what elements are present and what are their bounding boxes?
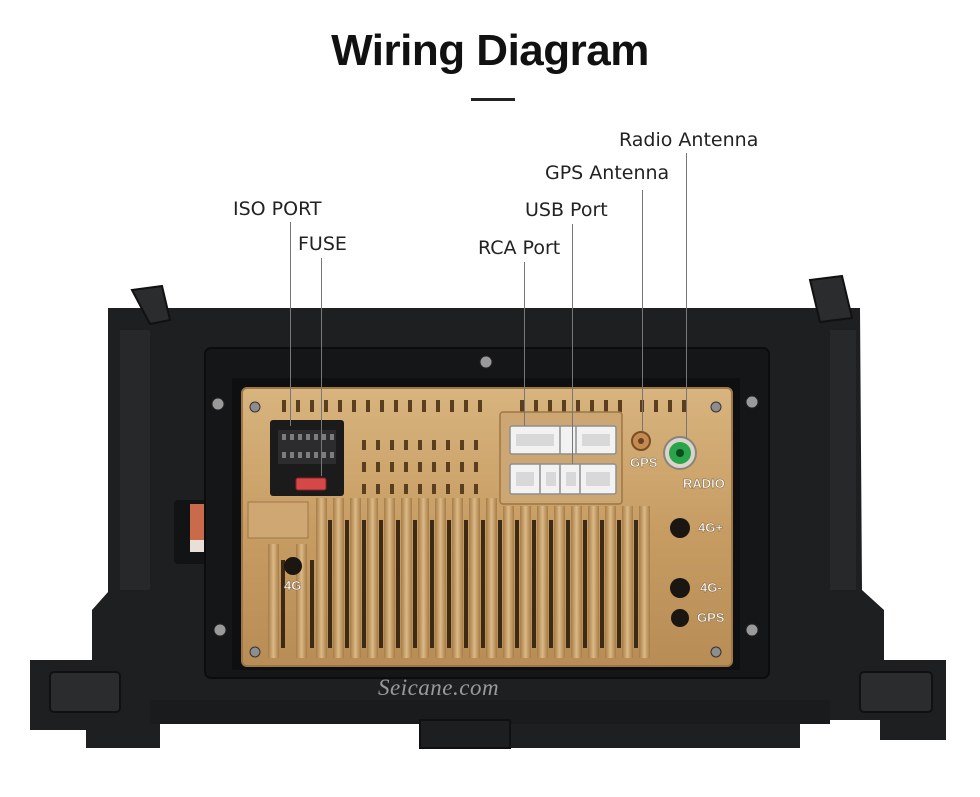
leader-fuse — [321, 258, 322, 476]
board-label-4g-plus: 4G+ — [698, 520, 723, 535]
board-label-gps-lower: GPS — [697, 610, 725, 625]
4g-minus-jack-icon — [670, 578, 690, 598]
board-label-4g-minus: 4G- — [700, 580, 722, 595]
leader-radio-antenna — [686, 153, 687, 439]
leader-rca-port — [524, 262, 525, 426]
board-label-gps: GPS — [630, 455, 658, 470]
watermark: Seicane.com — [378, 675, 499, 700]
label-gps-antenna: GPS Antenna — [545, 162, 670, 184]
usb-port-connector — [509, 463, 617, 495]
label-fuse: FUSE — [298, 233, 347, 255]
page-title: Wiring Diagram — [331, 26, 649, 75]
4g-plus-jack-icon — [670, 518, 690, 538]
iso-connector-icon — [270, 420, 344, 496]
rca-port-connector — [509, 425, 617, 455]
4g-side-jack-icon — [284, 557, 302, 575]
gps-lower-jack-icon — [671, 609, 689, 627]
label-radio-antenna: Radio Antenna — [619, 129, 759, 151]
label-usb-port: USB Port — [525, 199, 608, 221]
board-label-radio: RADIO — [683, 476, 725, 491]
heatsink-fins — [268, 498, 650, 658]
radio-jack-icon — [663, 436, 697, 470]
leader-iso-port — [290, 222, 291, 426]
label-rca-port: RCA Port — [478, 237, 561, 259]
fuse-icon — [295, 477, 327, 491]
fin-slots — [281, 520, 638, 648]
label-iso-port: ISO PORT — [233, 198, 322, 220]
board-label-4g-side: 4G — [284, 578, 301, 593]
screw-icon — [211, 355, 759, 658]
chassis — [241, 387, 733, 667]
gps-jack-icon — [631, 431, 651, 451]
leader-usb-port — [572, 224, 573, 464]
top-vent-row — [282, 400, 686, 412]
title-underline — [471, 98, 515, 101]
leader-gps-antenna — [642, 190, 643, 431]
middle-vent-grid — [362, 440, 478, 494]
